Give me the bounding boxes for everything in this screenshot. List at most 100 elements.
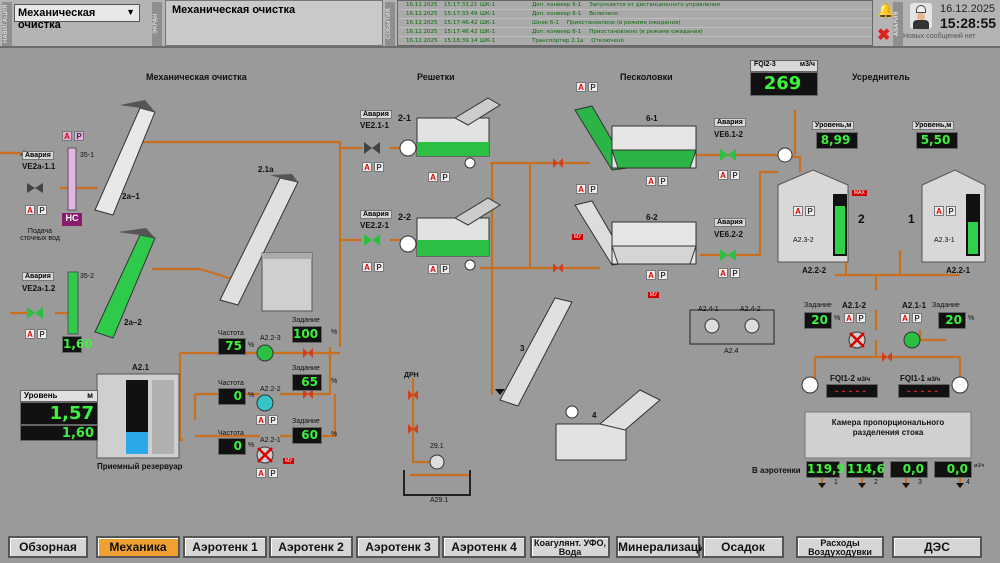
mu-badge-sand62: МУ	[572, 234, 584, 240]
nav-button-6[interactable]: Коагулянт. УФО, Вода	[530, 536, 610, 558]
close-icon[interactable]: ✖	[877, 27, 891, 44]
fqi11-display: - - - - -	[898, 384, 950, 398]
task-display-left[interactable]: 20	[804, 312, 832, 329]
out4-num: 4	[966, 479, 970, 486]
navigation-select[interactable]: Механическая очистка▼	[14, 4, 140, 31]
nav-button-3[interactable]: Аэротенк 2	[269, 536, 353, 558]
conveyor-2a2-label: 2а–2	[124, 318, 142, 327]
pump-291-label: 29.1	[430, 443, 444, 450]
bin-2-1a	[261, 252, 313, 312]
alarm-tag-ve221: Авария	[360, 210, 392, 219]
nc-indicator: НС	[62, 213, 82, 226]
valve-ve612-label: VE6.1-2	[714, 130, 743, 139]
a231-label: А2.3-1	[934, 237, 955, 244]
pump-circles	[399, 139, 417, 253]
date: 16.12.2025	[940, 3, 996, 15]
max-badge-tank2: MAX	[852, 190, 867, 196]
process-diagram	[0, 97, 986, 496]
out-unit: м3/ч	[974, 463, 985, 469]
nav-button-7[interactable]: Минерализация	[616, 536, 713, 558]
alarm-tag-ve2a11: Авария	[22, 151, 54, 160]
pump-a2221-label: А2.2-1	[260, 437, 281, 444]
nav-button-2[interactable]: Аэротенк 1	[183, 536, 267, 558]
bell-icon[interactable]: 🔔	[877, 2, 895, 18]
task-display-2[interactable]: 65	[292, 374, 322, 391]
nav-button-5[interactable]: Аэротенк 4	[442, 536, 526, 558]
tank-2-number: 2	[858, 212, 865, 226]
mu-badge-a2221: МУ	[283, 458, 295, 464]
tank-a221-label: А2.2-1	[946, 266, 971, 275]
task-display-3[interactable]: 60	[292, 427, 322, 444]
section-sand-traps: Песколовки	[620, 72, 673, 82]
nav-button-4[interactable]: Аэротенк 3	[356, 536, 440, 558]
drain-pit	[403, 470, 471, 496]
out3-num: 3	[918, 479, 922, 486]
a232-label: А2.3-2	[793, 237, 814, 244]
out2-display: 114,6	[846, 461, 885, 478]
nav-button-9[interactable]: Расходы Воздуходувки	[796, 536, 884, 558]
freq-label-3: Частота	[218, 430, 244, 437]
blower-group-label: А2.4	[724, 348, 739, 355]
task-label-right: Задание	[932, 302, 960, 309]
nav-button-10[interactable]: ДЭС	[892, 536, 982, 558]
fqi11-label: FQI1-1 м3/ч	[900, 374, 941, 383]
freq-pct-1: %	[248, 342, 255, 349]
nav-button-1[interactable]: Механика	[96, 536, 180, 558]
operator-avatar-icon[interactable]	[910, 3, 932, 29]
reservoir-setpoint-display[interactable]: 1,60	[20, 425, 98, 441]
pit-a291-label: А29.1	[430, 497, 449, 504]
section-grates: Решетки	[417, 72, 455, 82]
chevron-down-icon: ▼	[126, 7, 135, 17]
nav-button-8[interactable]: Осадок	[702, 536, 784, 558]
nav-button-0[interactable]: Обзорная	[8, 536, 88, 558]
task-pct-1: %	[331, 329, 338, 336]
sensor-35-1	[67, 147, 77, 211]
out1-display: 119,9	[806, 461, 845, 478]
freq-display-1: 75	[218, 338, 246, 355]
task-display-right[interactable]: 20	[938, 312, 966, 329]
conveyor-2a1-label: 2а–1	[122, 192, 140, 201]
to-aerotanks-label: В аэротенки	[752, 466, 801, 475]
alarm-tag-ve612: Авария	[714, 118, 746, 127]
grate-2-1	[416, 97, 501, 169]
task-display-1[interactable]: 100	[292, 326, 322, 343]
pump-a2122-label: А2.1-2	[842, 301, 867, 310]
section-equalizer: Усреднитель	[852, 72, 910, 82]
freq-label-2: Частота	[218, 380, 244, 387]
chamber-label: Камера пропорционального разделения сток…	[831, 418, 945, 437]
equalizer-tank-1	[921, 169, 986, 263]
blower-a241-label: А2.4-1	[698, 306, 719, 313]
equalizer-tank-2	[777, 169, 849, 263]
drn-label: ДРН	[404, 372, 419, 379]
sensor-35-1-label: 35-1	[80, 152, 95, 159]
clock: 15:28:55	[940, 15, 997, 31]
conveyor-3	[499, 297, 573, 407]
valves	[27, 142, 892, 441]
